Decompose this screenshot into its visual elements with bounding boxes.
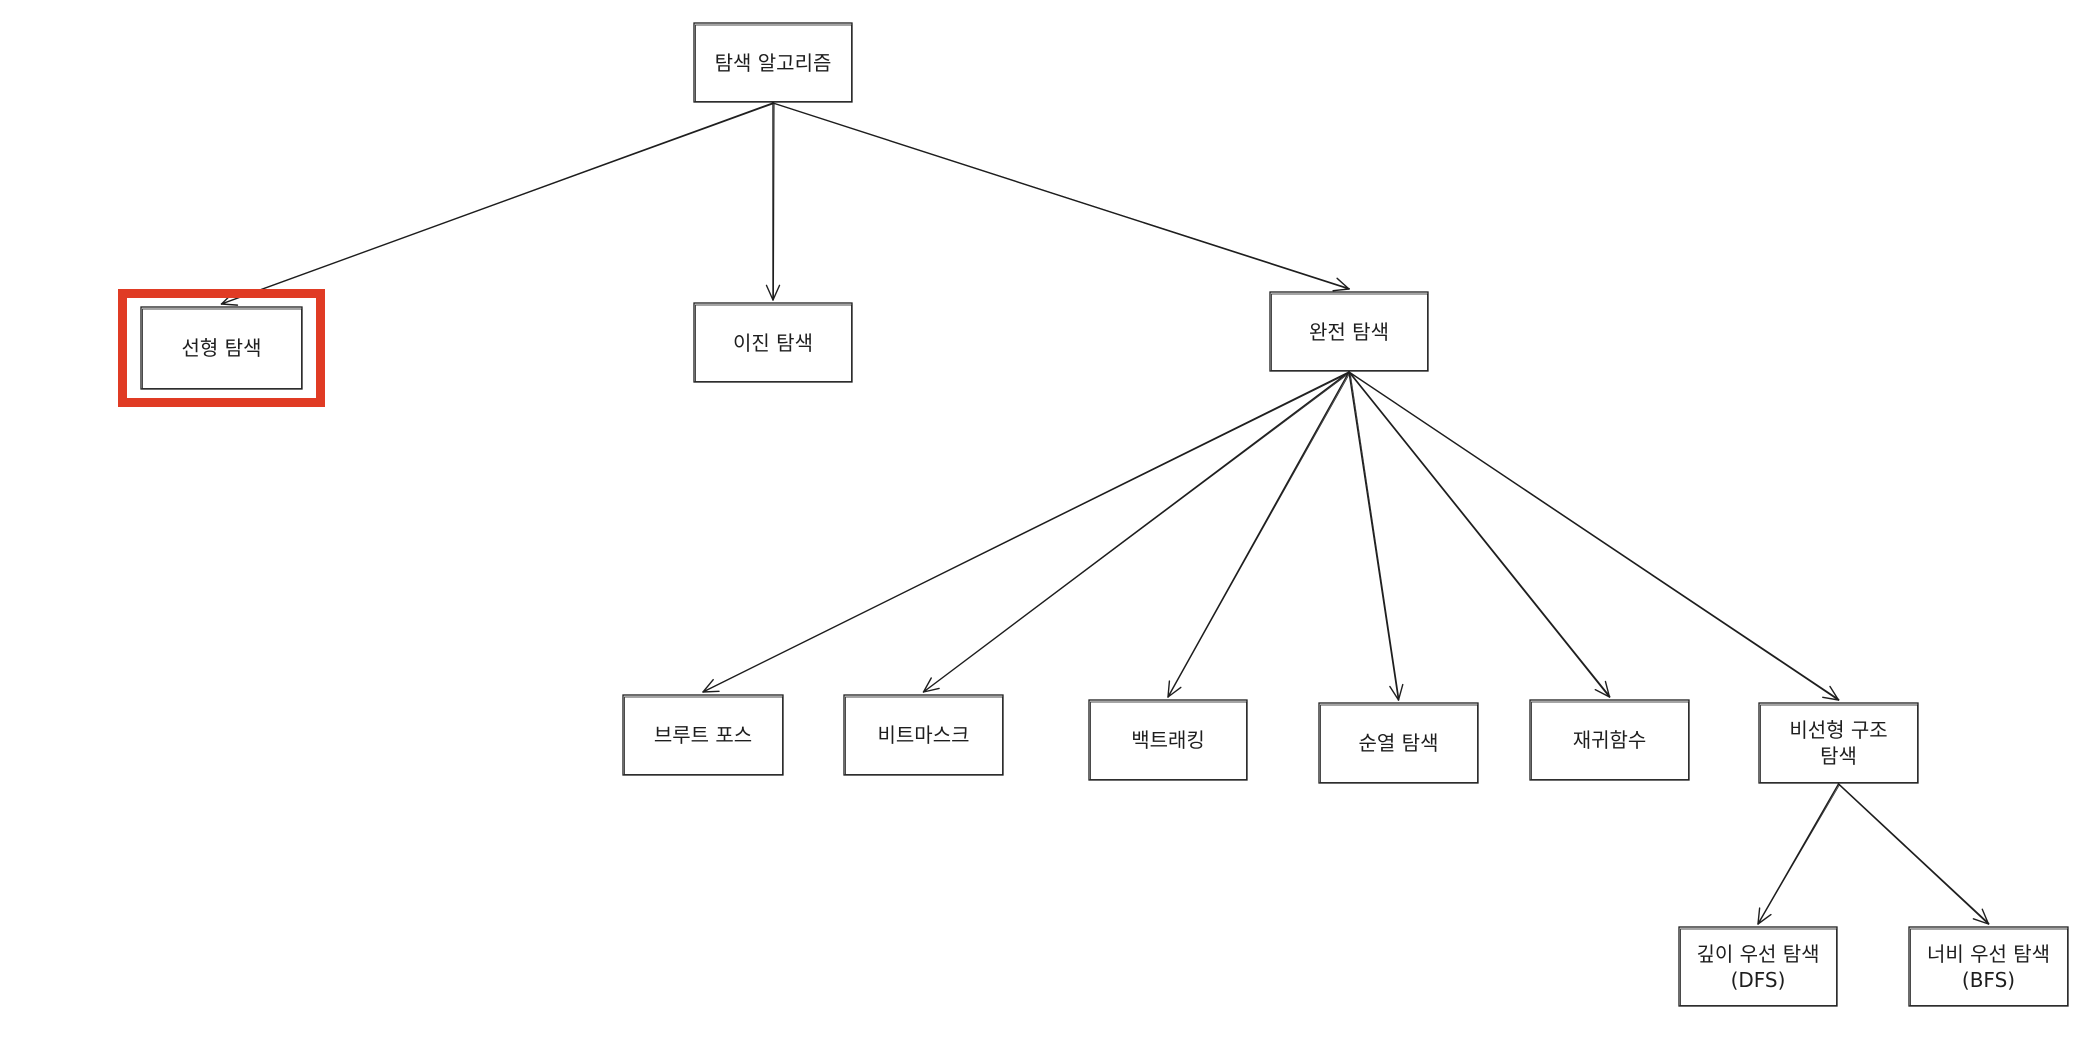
edge-exhaustive-bitmask xyxy=(922,371,1351,693)
node-backtracking[interactable]: 백트래킹 xyxy=(1088,699,1248,781)
edge-root-linear xyxy=(220,102,775,306)
edges-layer xyxy=(220,102,1990,925)
node-label: 비선형 구조 탐색 xyxy=(1789,718,1888,768)
edge-exhaustive-permutation xyxy=(1348,371,1404,701)
node-brute-force[interactable]: 브루트 포스 xyxy=(622,694,784,776)
node-label: 순열 탐색 xyxy=(1358,731,1439,755)
node-linear-search[interactable]: 선형 탐색 xyxy=(140,306,303,390)
node-label: 깊이 우선 탐색 (DFS) xyxy=(1696,941,1820,992)
node-permutation-search[interactable]: 순열 탐색 xyxy=(1318,702,1479,784)
node-bitmask[interactable]: 비트마스크 xyxy=(843,694,1004,776)
node-exhaustive-search[interactable]: 완전 탐색 xyxy=(1269,291,1429,372)
node-binary-search[interactable]: 이진 탐색 xyxy=(693,302,853,383)
node-label: 이진 탐색 xyxy=(733,330,813,355)
edge-nonlinear-dfs xyxy=(1757,783,1841,925)
node-label: 탐색 알고리즘 xyxy=(714,50,832,75)
edge-exhaustive-nonlinear xyxy=(1348,371,1840,701)
node-breadth-first-search[interactable]: 너비 우선 탐색 (BFS) xyxy=(1908,926,2069,1007)
node-label: 브루트 포스 xyxy=(653,723,753,747)
node-depth-first-search[interactable]: 깊이 우선 탐색 (DFS) xyxy=(1678,926,1838,1007)
highlight-frame xyxy=(118,289,325,407)
node-recursive-function[interactable]: 재귀함수 xyxy=(1529,699,1690,781)
node-nonlinear-structure-search[interactable]: 비선형 구조 탐색 xyxy=(1758,702,1919,784)
edge-exhaustive-recursion xyxy=(1348,371,1611,698)
node-label: 완전 탐색 xyxy=(1309,319,1389,344)
node-label: 비트마스크 xyxy=(877,723,970,747)
node-label: 재귀함수 xyxy=(1572,728,1647,752)
node-label: 선형 탐색 xyxy=(181,336,262,360)
edge-exhaustive-brute xyxy=(702,371,1351,693)
edge-exhaustive-backtracking xyxy=(1167,371,1351,698)
node-search-algorithm[interactable]: 탐색 알고리즘 xyxy=(693,22,853,103)
node-label: 백트래킹 xyxy=(1131,728,1205,752)
edge-root-binary xyxy=(765,102,781,301)
edge-root-exhaustive xyxy=(772,102,1350,292)
edge-nonlinear-bfs xyxy=(1837,783,1990,925)
node-label: 너비 우선 탐색 (BFS) xyxy=(1926,941,2051,992)
